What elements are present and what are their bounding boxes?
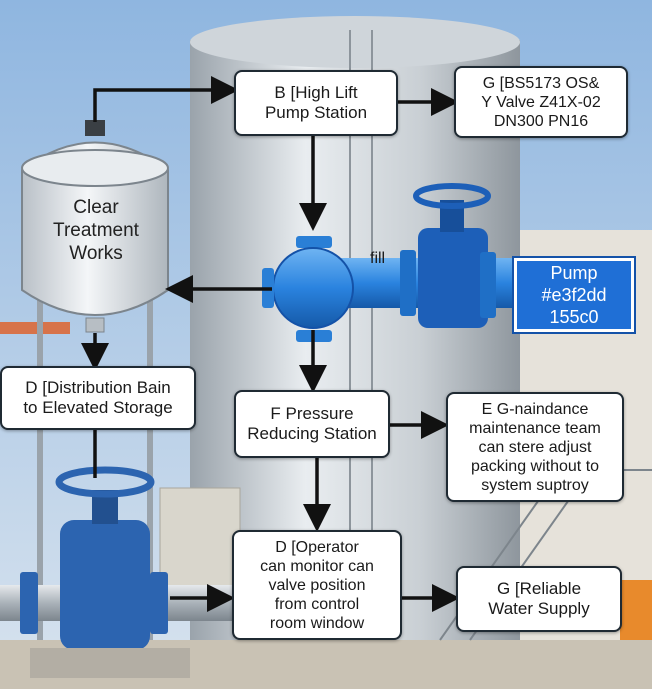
electrical-cabinet xyxy=(159,487,241,599)
background-pipe xyxy=(0,322,70,334)
gate-valve-icon xyxy=(0,466,240,678)
orange-tank xyxy=(620,580,652,640)
tank-label: Clear Treatment Works xyxy=(53,197,139,264)
silo-top xyxy=(190,16,520,68)
box-maintenance-team-text: E G-naindance maintenance team can stere… xyxy=(469,400,601,494)
box-high-lift-pump-station: B [High Lift Pump Station xyxy=(234,70,398,136)
box-pressure-reducing-station-text: F Pressure Reducing Station xyxy=(247,404,377,443)
box-reliable-water-supply: G [Reliable Water Supply xyxy=(456,566,622,632)
box-distribution-basin-text: D [Distribution Bain to Elevated Storage xyxy=(23,378,173,417)
box-maintenance-team: E G-naindance maintenance team can stere… xyxy=(446,392,624,502)
box-distribution-basin: D [Distribution Bain to Elevated Storage xyxy=(0,366,196,430)
box-operator-monitor: D [Operator can monitor can valve positi… xyxy=(232,530,402,640)
storage-tank-icon xyxy=(21,120,169,640)
box-operator-monitor-text: D [Operator can monitor can valve positi… xyxy=(260,538,374,632)
arrow-tank-to-B xyxy=(93,76,239,122)
box-valve-spec: G [BS5173 OS& Y Valve Z41X-02 DN300 PN16 xyxy=(454,66,628,138)
box-valve-spec-text: G [BS5173 OS& Y Valve Z41X-02 DN300 PN16 xyxy=(481,74,601,130)
fill-label: fill xyxy=(370,250,386,267)
box-pressure-reducing-station: F Pressure Reducing Station xyxy=(234,390,390,458)
connectors xyxy=(81,76,460,612)
pump-label-text: Pump #e3f2dd 155c0 xyxy=(541,263,607,327)
pump-label-box: Pump #e3f2dd 155c0 xyxy=(512,256,636,334)
box-reliable-water-supply-text: G [Reliable Water Supply xyxy=(488,579,590,618)
box-high-lift-pump-station-text: B [High Lift Pump Station xyxy=(264,83,368,122)
valve-icon xyxy=(413,183,496,328)
